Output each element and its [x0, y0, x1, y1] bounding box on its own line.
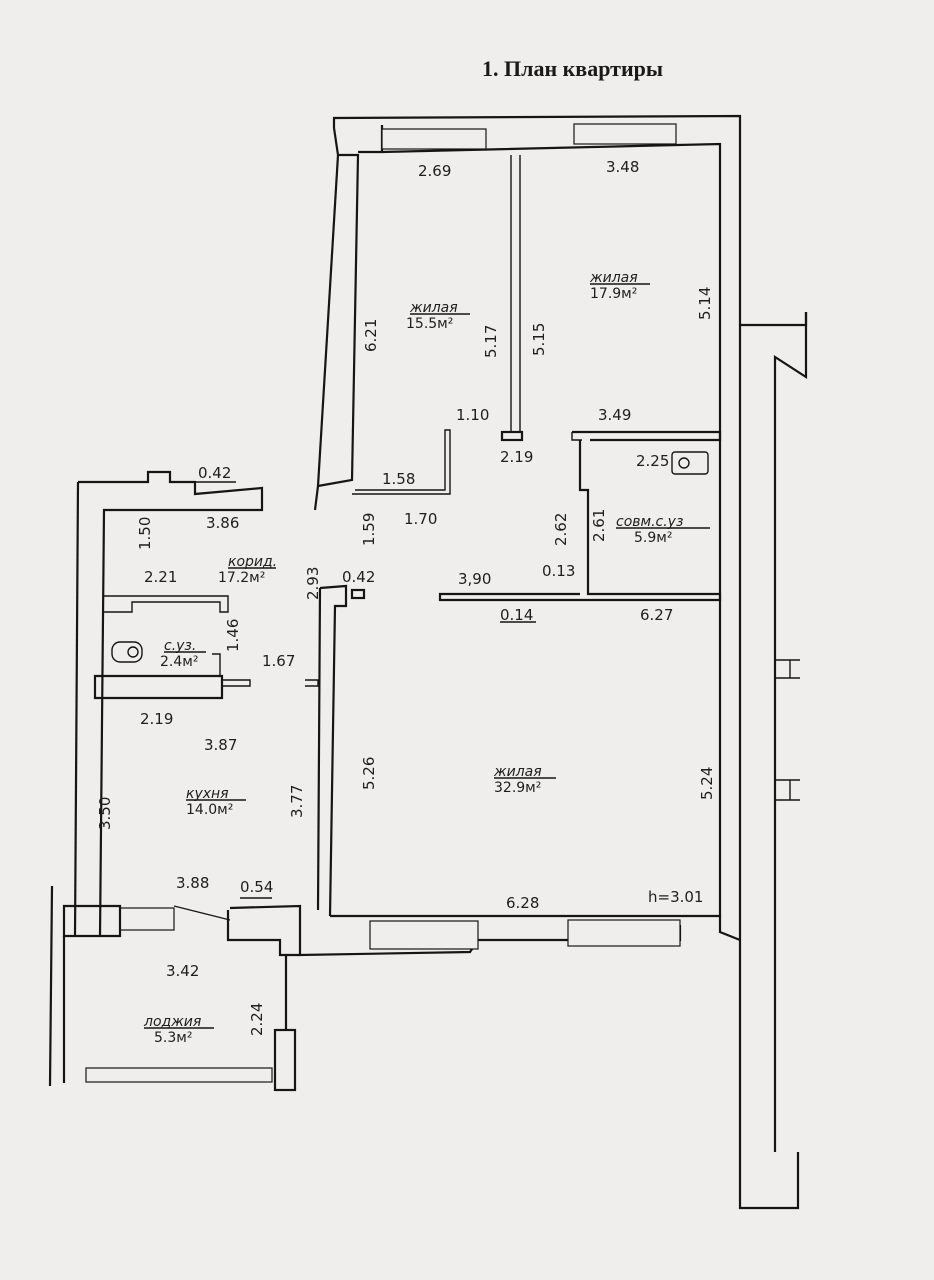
- dim-1-59: 1.59: [360, 513, 378, 546]
- dim-3-86: 3.86: [206, 514, 239, 532]
- room-wc-area: 2.4м²: [160, 654, 198, 670]
- room-wc-name: с.уз.: [164, 638, 196, 654]
- bathtub-icon: [671, 451, 709, 475]
- interior-walls: [62, 155, 800, 1092]
- dim-3-77: 3.77: [288, 785, 306, 818]
- dim-2-21: 2.21: [144, 568, 177, 586]
- dim-3-42: 3.42: [166, 962, 199, 980]
- dim-2-19-top: 2.19: [500, 448, 533, 466]
- dim-2-93: 2.93: [304, 567, 322, 600]
- dim-3-87: 3.87: [204, 736, 237, 754]
- dim-ceiling-height: h=3.01: [648, 888, 703, 906]
- room-bath-name: совм.с.уз: [616, 514, 683, 530]
- dim-2-19-bot: 2.19: [140, 710, 173, 728]
- plan-title: 1. План квартиры: [482, 56, 663, 81]
- dim-1-67: 1.67: [262, 652, 295, 670]
- dim-5-17: 5.17: [482, 325, 500, 358]
- window-bottom-right: [567, 919, 681, 947]
- dim-0-14: 0.14: [500, 606, 533, 624]
- drain-icon: [678, 457, 690, 469]
- dim-2-62: 2.62: [552, 513, 570, 546]
- dim-1-58: 1.58: [382, 470, 415, 488]
- room-living-3-name: жилая: [493, 764, 542, 780]
- window-top-right: [573, 123, 677, 145]
- dim-5-26: 5.26: [360, 757, 378, 790]
- dim-3-48: 3.48: [606, 158, 639, 176]
- dim-5-24: 5.24: [698, 767, 716, 800]
- room-loggia-name: лоджия: [143, 1014, 201, 1030]
- dim-2-69: 2.69: [418, 162, 451, 180]
- dim-1-46: 1.46: [224, 619, 242, 652]
- room-living-2-area: 17.9м²: [590, 286, 637, 302]
- dim-6-28: 6.28: [506, 894, 539, 912]
- room-living-1-name: жилая: [409, 300, 458, 316]
- dim-0-54: 0.54: [240, 878, 273, 896]
- window-bottom: [369, 920, 479, 950]
- dim-3-90: 3,90: [458, 570, 491, 588]
- dim-2-25: 2.25: [636, 452, 669, 470]
- window-loggia: [85, 1067, 273, 1083]
- room-corridor-name: корид.: [228, 554, 277, 570]
- room-kitchen-name: кухня: [186, 786, 229, 802]
- dim-1-50: 1.50: [136, 517, 154, 550]
- dim-6-21: 6.21: [362, 319, 380, 352]
- room-living-2-name: жилая: [589, 270, 638, 286]
- room-living-3-area: 32.9м²: [494, 780, 541, 796]
- dim-2-24: 2.24: [248, 1003, 266, 1036]
- window-kitchen: [119, 907, 175, 931]
- dim-1-10: 1.10: [456, 406, 489, 424]
- fixtures: [111, 451, 709, 663]
- dimension-lines: [144, 283, 710, 1029]
- dim-3-50: 3.50: [96, 797, 114, 830]
- dim-5-15: 5.15: [530, 323, 548, 356]
- windows: [85, 123, 681, 1083]
- room-labels: жилая 15.5м² жилая 17.9м² совм.с.уз 5.9м…: [143, 270, 683, 1046]
- dim-1-70: 1.70: [404, 510, 437, 528]
- room-kitchen-area: 14.0м²: [186, 802, 233, 818]
- dim-3-88: 3.88: [176, 874, 209, 892]
- dim-6-27: 6.27: [640, 606, 673, 624]
- toilet-bowl-icon: [127, 646, 139, 658]
- dim-0-42-mid: 0.42: [342, 568, 375, 586]
- dim-0-42-top: 0.42: [198, 464, 231, 482]
- dim-2-61: 2.61: [590, 509, 608, 542]
- room-bath-area: 5.9м²: [634, 530, 672, 546]
- room-living-1-area: 15.5м²: [406, 316, 453, 332]
- dim-5-14: 5.14: [696, 287, 714, 320]
- room-loggia-area: 5.3м²: [154, 1030, 192, 1046]
- room-corridor-area: 17.2м²: [218, 570, 265, 586]
- dimension-labels: 2.69 3.48 5.14 6.21 5.17 5.15 1.10 1.58 …: [96, 158, 716, 1036]
- dim-3-49: 3.49: [598, 406, 631, 424]
- toilet-icon: [111, 641, 143, 663]
- window-top-left: [381, 128, 487, 150]
- dim-0-13: 0.13: [542, 562, 575, 580]
